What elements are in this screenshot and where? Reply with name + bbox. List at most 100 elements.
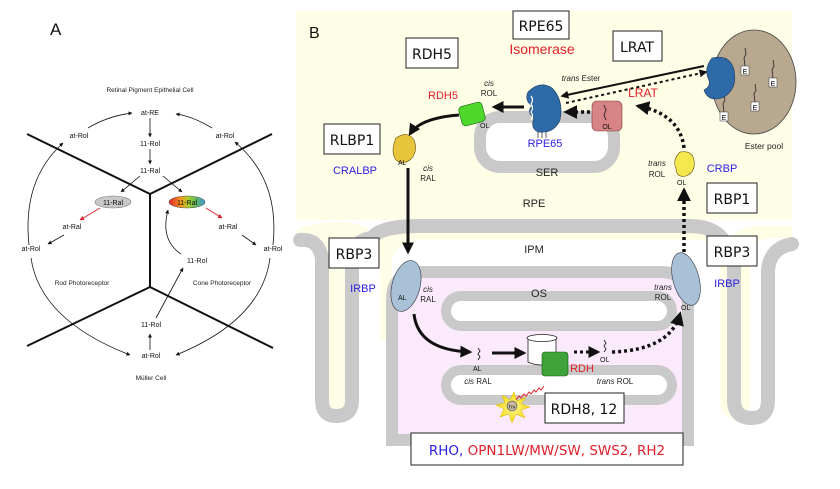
node-rod-11-ral: 11-Ral <box>103 200 124 207</box>
light-arrow-rod <box>79 207 101 221</box>
arrow-irbp-to-os <box>412 313 473 358</box>
gene-box-rbp3-right: RBP3 <box>706 235 758 267</box>
panel-a: A Retinal Pigment Epithelial Cell Rod Ph… <box>22 20 283 382</box>
node-cone-at-ral: at-Ral <box>219 224 238 231</box>
rdh5-protein <box>458 101 486 127</box>
svg-text:E: E <box>722 115 727 122</box>
opsin-gene-box: RHO, OPN1LW/MW/SW, SWS2, RH2 <box>410 432 684 466</box>
panel-a-label: A <box>50 20 62 39</box>
node-cone-at-rol: at-Rol <box>264 246 283 253</box>
label-irbp-rol: ROL <box>655 293 672 302</box>
region-label-muller: Müller Cell <box>136 375 167 382</box>
label-cralbp-ral: RAL <box>420 174 436 183</box>
svg-text:E: E <box>771 81 776 88</box>
irbp-protein-right <box>671 252 701 306</box>
gene-box-rlbp1: RLBP1 <box>323 123 381 155</box>
label-os: OS <box>531 288 547 300</box>
opsin-rho: RHO <box>429 443 459 459</box>
svg-text:RBP1: RBP1 <box>714 192 751 208</box>
label-lrat-protein: LRAT <box>628 86 658 100</box>
panel-b-label: B <box>309 25 320 42</box>
label-ipm: IPM <box>524 244 544 256</box>
gene-box-rpe65: RPE65 <box>512 10 570 40</box>
gene-box-rdh5: RDH5 <box>405 37 459 69</box>
label-cis-rol-italic: cis <box>484 79 494 88</box>
panel-b: SER RPE IPM OS B Ester pool E E E E E OL… <box>293 10 799 489</box>
node-muller-11-rol: 11-Rol <box>141 322 162 329</box>
label-irbp-trans-italic: trans <box>654 283 672 292</box>
label-crbp-rol: ROL <box>649 170 666 179</box>
crbp-ol-label: OL <box>677 180 686 187</box>
gene-box-rdh8-12: RDH8, 12 <box>544 392 625 424</box>
label-crbp: CRBP <box>707 163 738 175</box>
divider-line <box>26 133 151 195</box>
label-rpe65-protein: RPE65 <box>528 138 563 150</box>
svg-text:RPE65: RPE65 <box>519 19 564 35</box>
svg-text:E: E <box>753 105 758 112</box>
gene-box-rbp1: RBP1 <box>706 182 758 214</box>
label-ester-pool: Ester pool <box>745 141 783 151</box>
gene-box-rbp3-left: RBP3 <box>328 237 380 269</box>
gene-box-lrat: LRAT <box>612 30 663 62</box>
node-at-rol-left: at-Rol <box>70 133 89 140</box>
os-al-label: AL <box>473 366 482 373</box>
label-trans-ester: trans Ester <box>562 74 601 83</box>
rdh5-ol-label: OL <box>480 123 489 130</box>
svg-text:E: E <box>743 69 748 76</box>
label-os-trans-rol: trans ROL <box>597 377 634 386</box>
label-irbp-ral: RAL <box>420 295 436 304</box>
svg-text:RLBP1: RLBP1 <box>330 133 374 149</box>
divider-line <box>149 133 273 195</box>
label-cralbp: CRALBP <box>333 165 377 177</box>
light-arrow-cone <box>205 207 223 219</box>
opsin-cone-genes: OPN1LW/MW/SW, SWS2, RH2 <box>468 443 665 459</box>
label-rdh: RDH <box>570 363 594 375</box>
svg-text:RBP3: RBP3 <box>714 245 751 261</box>
photon-wave <box>515 385 545 401</box>
label-os-cis-ral: cis RAL <box>464 377 492 386</box>
cone-opsin-ellipse <box>168 195 206 209</box>
rod-opsin-ellipse <box>94 195 132 209</box>
label-ser: SER <box>536 167 559 179</box>
label-cis-rol: ROL <box>481 89 498 98</box>
irbp-protein-left <box>390 260 422 312</box>
svg-text:LRAT: LRAT <box>620 40 654 56</box>
divider-line <box>149 286 274 349</box>
hv-label: hν <box>509 405 516 411</box>
lrat-ol-label: OL <box>602 124 611 131</box>
label-rdh5-protein: RDH5 <box>428 90 458 102</box>
label-rpe: RPE <box>523 198 546 210</box>
svg-text:RDH5: RDH5 <box>412 47 452 63</box>
label-irbp-left: IRBP <box>350 283 376 295</box>
rdh-protein <box>541 351 569 377</box>
label-crbp-trans-italic: trans <box>648 159 666 168</box>
arrow-rdh5-to-cralbp <box>408 113 460 137</box>
node-rod-at-ral: at-Ral <box>63 224 82 231</box>
lrat-protein <box>591 100 623 132</box>
region-label-rod: Rod Photoreceptor <box>55 280 110 287</box>
region-label-rpe: Retinal Pigment Epithelial Cell <box>106 87 194 94</box>
svg-text:RHO, OPN1LW/MW/SW, SWS2, RH2: RHO, OPN1LW/MW/SW, SWS2, RH2 <box>429 443 665 459</box>
label-irbp-cis-italic: cis <box>423 285 433 294</box>
arrow-crbp-to-lrat <box>635 101 686 149</box>
node-11-ral: 11-Ral <box>140 168 161 175</box>
region-label-cone: Cone Photoreceptor <box>193 280 252 287</box>
svg-text:RBP3: RBP3 <box>336 247 373 263</box>
node-11-rol: 11-Rol <box>140 141 161 148</box>
irbp-right-ol-label: OL <box>681 305 690 312</box>
node-muller-at-rol: at-Rol <box>142 353 161 360</box>
svg-text:RDH8, 12: RDH8, 12 <box>551 402 618 418</box>
os-disc <box>441 291 677 331</box>
label-irbp-right: IRBP <box>714 278 740 290</box>
label-isomerase: Isomerase <box>509 41 575 57</box>
arrow-ester-to-rpe65 <box>560 65 705 99</box>
cralbp-al-label: AL <box>398 160 407 167</box>
label-cralbp-cis-italic: cis <box>423 164 433 173</box>
node-at-re: at-RE <box>141 110 159 117</box>
crbp-protein <box>674 151 695 177</box>
node-cone-11-rol: 11-Rol <box>187 258 208 265</box>
node-rod-at-rol: at-Rol <box>22 246 41 253</box>
divider-line <box>26 286 151 347</box>
irbp-left-al-label: AL <box>398 295 407 302</box>
